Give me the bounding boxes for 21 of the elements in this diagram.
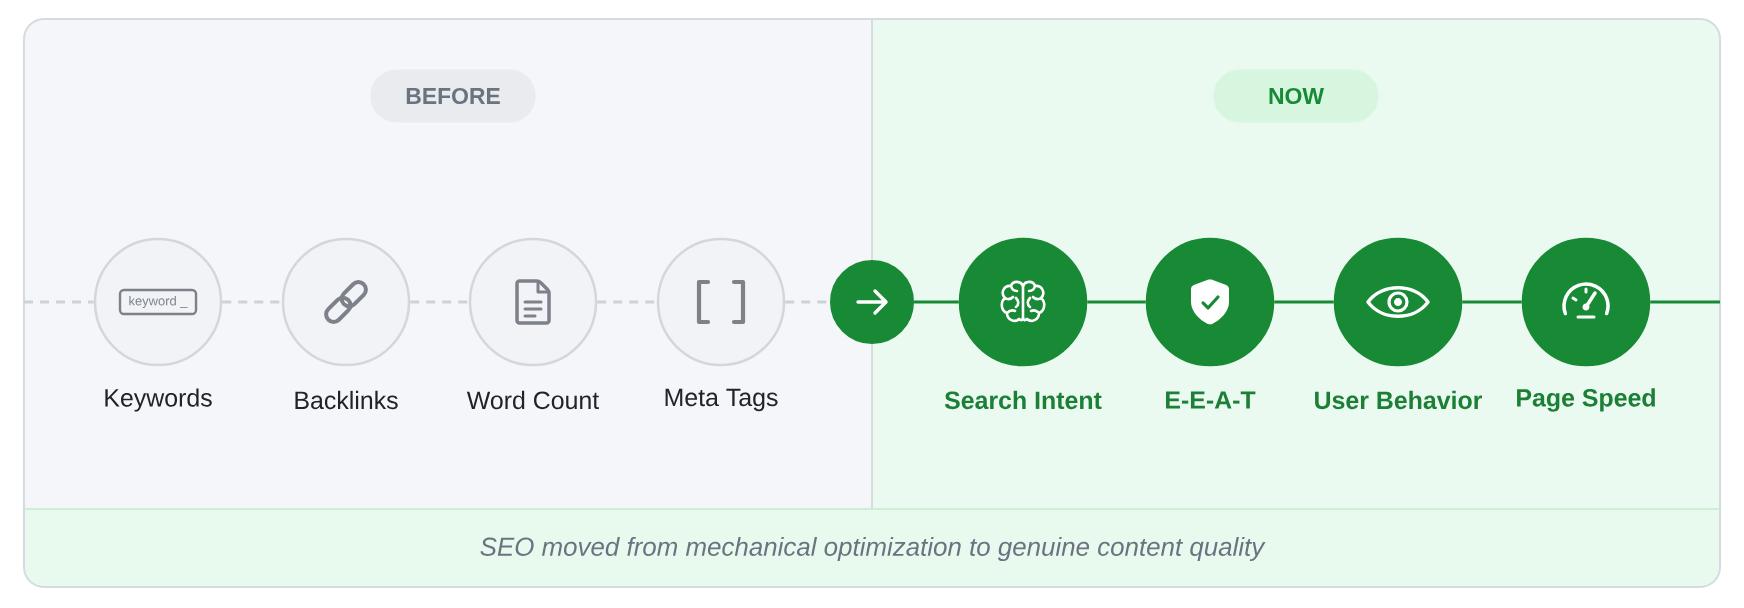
connector-line xyxy=(410,300,469,304)
connector-line xyxy=(1274,300,1334,304)
step-label: Search Intent xyxy=(944,390,1102,410)
step-label: Page Speed xyxy=(1517,388,1655,412)
connector-line xyxy=(1087,300,1146,304)
keyword-field: keyword _ xyxy=(118,288,198,316)
caption-bar: SEO moved from mechanical optimization to genuine content quality xyxy=(24,508,1720,587)
connector-line xyxy=(914,300,959,304)
connector-line xyxy=(1462,300,1522,304)
section-badge: BEFORE xyxy=(370,69,536,123)
connector-line xyxy=(597,300,657,304)
section-badge: NOW xyxy=(1213,69,1379,123)
step-label: User Behavior xyxy=(1315,390,1483,410)
connector-line xyxy=(222,300,282,304)
step-label: Backlinks xyxy=(295,390,398,410)
step-label: Word Count xyxy=(466,390,599,410)
step-label: E-E-A-T xyxy=(1166,391,1256,409)
connector-line xyxy=(1650,300,1720,304)
connector-line xyxy=(24,300,94,304)
step-label: Meta Tags xyxy=(665,388,778,412)
step-label: Keywords xyxy=(105,388,212,412)
